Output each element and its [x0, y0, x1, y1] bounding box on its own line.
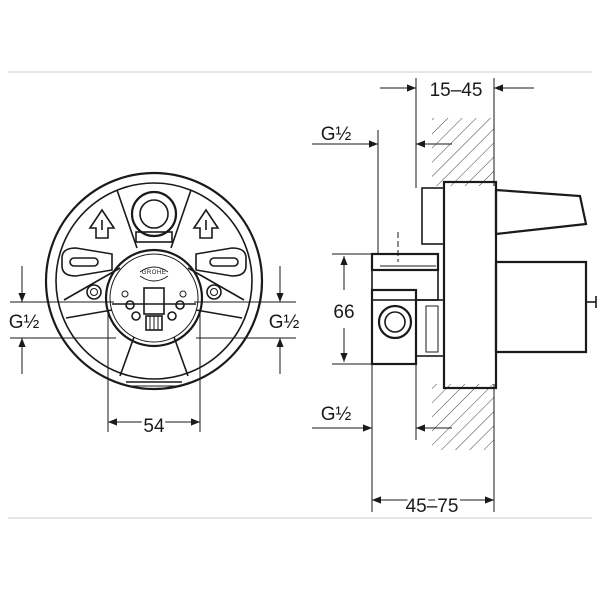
wall-range-label: 15–45 [430, 80, 483, 101]
front-mounting-tabs [61, 247, 247, 300]
brand-logo-text: GROHE [142, 270, 167, 276]
side-top-thread-label: G½ [321, 124, 352, 145]
wall-hatch-top [432, 118, 494, 186]
front-view: GROHE [44, 171, 264, 391]
depth-range-label: 45–75 [406, 496, 459, 517]
wall-hatch-bottom [432, 384, 494, 450]
front-width-label: 54 [143, 416, 165, 437]
handle [494, 188, 588, 236]
front-right-thread-label: G½ [269, 312, 300, 333]
side-dimensions: 15–45 G½ 66 G½ 45–75 [312, 78, 534, 520]
warning-sign-left [88, 208, 116, 239]
front-spokes [63, 189, 245, 387]
valve-body-top [370, 252, 440, 272]
front-dimensions: G½ G½ 54 [9, 266, 300, 440]
warning-sign-right [192, 208, 220, 239]
cover-plate [442, 180, 498, 390]
side-bottom-thread-label: G½ [321, 404, 352, 425]
side-height-label: 66 [333, 302, 354, 323]
knob [494, 260, 588, 354]
side-view [370, 118, 597, 450]
front-left-thread-label: G½ [9, 312, 40, 333]
front-valve-internals [112, 287, 196, 331]
